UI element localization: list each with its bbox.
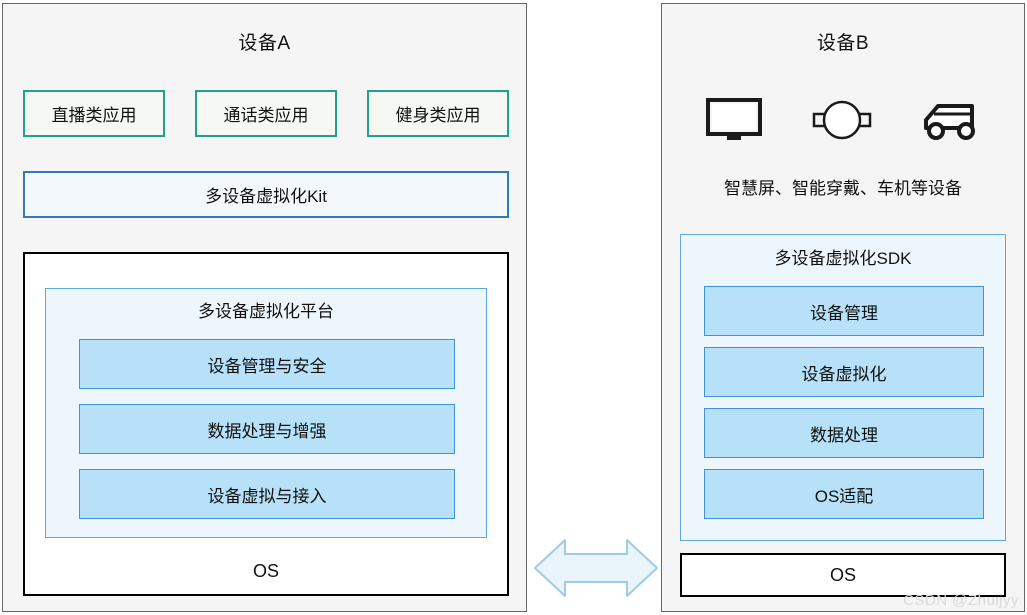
device-b-icon-row [682, 84, 1006, 144]
module-device-virtualization-access-label: 设备虚拟与接入 [207, 486, 327, 506]
virtualization-sdk-title: 多设备虚拟化SDK [774, 249, 912, 268]
sdk-module-data-processing-label: 数据处理 [810, 425, 878, 445]
app-box-fitness-label: 健身类应用 [395, 106, 481, 125]
device-b-title: 设备B [816, 33, 870, 54]
virtualization-platform-modules: 设备管理与安全 数据处理与增强 设备虚拟与接入 [79, 339, 455, 534]
app-box-fitness[interactable]: 健身类应用 [367, 90, 509, 137]
app-box-live[interactable]: 直播类应用 [23, 90, 165, 137]
app-box-call[interactable]: 通话类应用 [195, 90, 337, 137]
multi-device-virtualization-kit-box[interactable]: 多设备虚拟化Kit [23, 171, 509, 218]
module-data-processing-enhancement-label: 数据处理与增强 [207, 421, 327, 441]
device-a-os-label: OS [252, 561, 279, 581]
sdk-module-device-management[interactable]: 设备管理 [704, 286, 984, 336]
virtualization-platform-box: 多设备虚拟化平台 设备管理与安全 数据处理与增强 设备虚拟与接入 [45, 288, 487, 538]
sdk-module-device-management-label: 设备管理 [810, 303, 878, 323]
tv-icon [706, 98, 762, 144]
device-b-os-box: OS [680, 553, 1006, 597]
sdk-module-device-virtualization-label: 设备虚拟化 [801, 364, 887, 384]
sdk-module-data-processing[interactable]: 数据处理 [704, 408, 984, 458]
module-device-management-security-label: 设备管理与安全 [207, 356, 327, 376]
device-a-os-shell: 多设备虚拟化平台 设备管理与安全 数据处理与增强 设备虚拟与接入 OS [23, 252, 509, 596]
device-a-panel: 设备A 直播类应用 通话类应用 健身类应用 多设备虚拟化Kit 多设备虚拟化平台… [2, 3, 527, 612]
smartwatch-icon [810, 96, 874, 144]
device-b-caption: 智慧屏、智能穿戴、车机等设备 [724, 179, 962, 198]
module-data-processing-enhancement[interactable]: 数据处理与增强 [79, 404, 455, 454]
device-b-os-label: OS [829, 564, 856, 585]
bidirectional-arrow-icon [533, 532, 659, 604]
sdk-module-device-virtualization[interactable]: 设备虚拟化 [704, 347, 984, 397]
module-device-virtualization-access[interactable]: 设备虚拟与接入 [79, 469, 455, 519]
device-a-apps-row: 直播类应用 通话类应用 健身类应用 [23, 90, 509, 137]
sdk-module-os-adaptation-label: OS适配 [814, 486, 874, 506]
device-b-panel: 设备B 智慧屏、智能穿戴、车机等 [661, 3, 1025, 612]
virtualization-platform-title: 多设备虚拟化平台 [198, 302, 334, 321]
virtualization-sdk-box: 多设备虚拟化SDK 设备管理 设备虚拟化 数据处理 OS适配 [680, 234, 1006, 541]
app-box-live-label: 直播类应用 [51, 106, 137, 125]
kit-label: 多设备虚拟化Kit [205, 187, 327, 206]
app-box-call-label: 通话类应用 [223, 106, 309, 125]
car-icon [922, 96, 982, 144]
sdk-module-os-adaptation[interactable]: OS适配 [704, 469, 984, 519]
virtualization-sdk-modules: 设备管理 设备虚拟化 数据处理 OS适配 [704, 286, 984, 530]
device-a-title: 设备A [238, 33, 291, 54]
module-device-management-security[interactable]: 设备管理与安全 [79, 339, 455, 389]
